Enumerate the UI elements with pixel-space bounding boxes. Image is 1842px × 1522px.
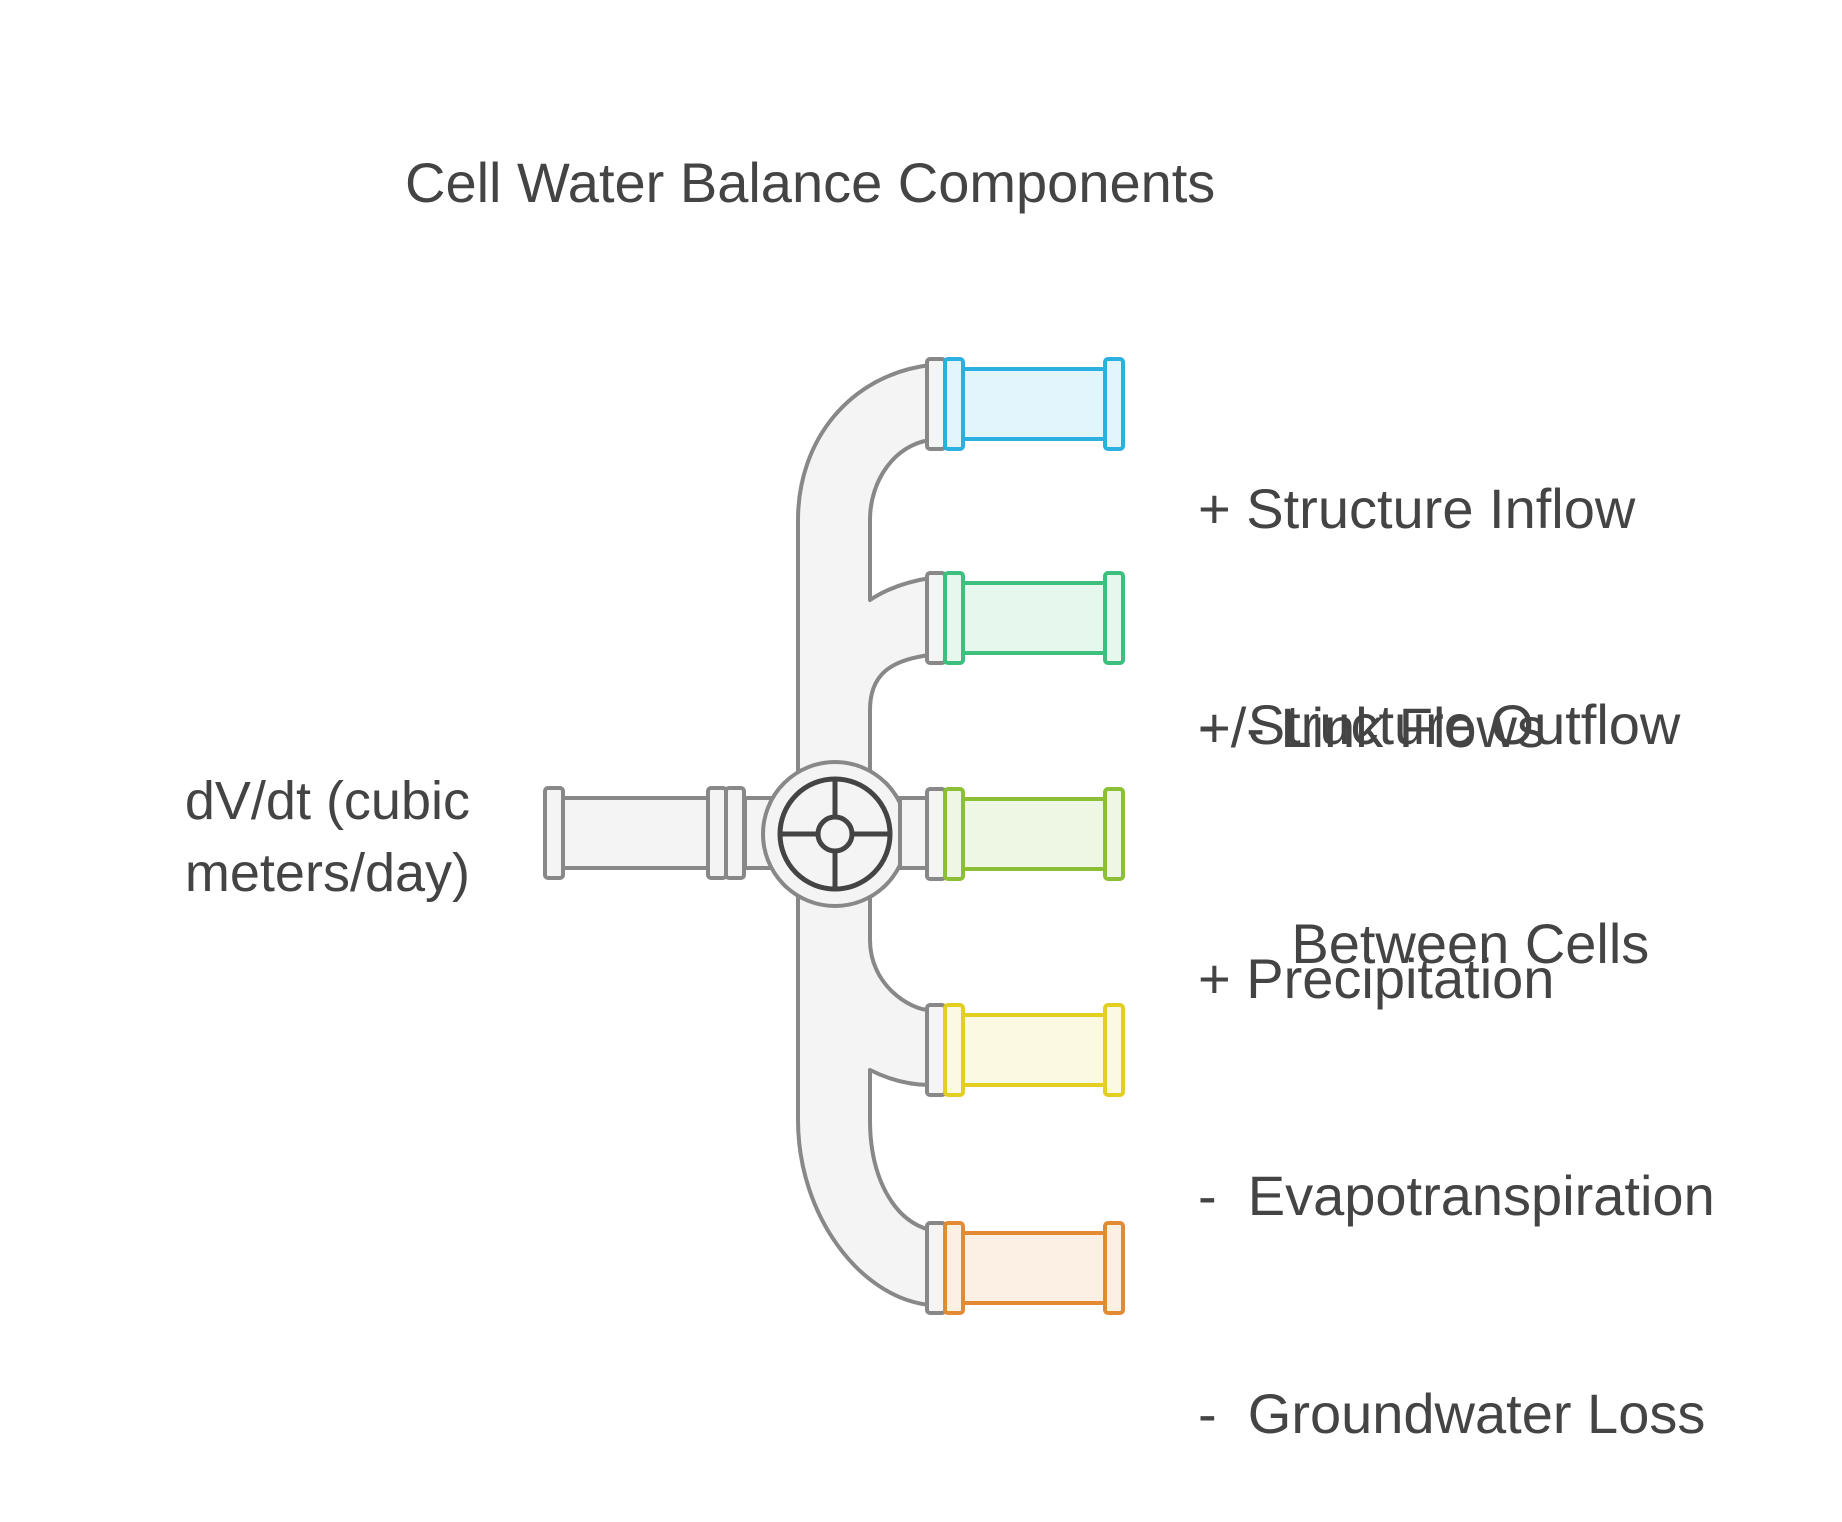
pipe-flange-right (1103, 357, 1125, 451)
component-label-link-flows: +/- Link Flows Between Cells (1198, 548, 1649, 1052)
source-label: dV/dt (cubic meters/day) (60, 765, 470, 909)
output-pipe-precipitation (925, 787, 1125, 881)
component-label-precipitation: + Precipitation (1198, 799, 1554, 1087)
source-label-line1: dV/dt (cubic (184, 771, 470, 831)
pipe-body (958, 1231, 1107, 1305)
component-label-line1: +/- Link Flows (1198, 696, 1545, 759)
diagram-title: Cell Water Balance Components (405, 151, 1216, 214)
pipe-flange-left (943, 357, 965, 451)
pipe-flange-left (943, 787, 965, 881)
component-label-line1: + Precipitation (1198, 947, 1555, 1010)
coupling-collar (925, 787, 947, 881)
component-label-structure: + Structure Inflow - Structure Outflow (1198, 329, 1680, 833)
pipe-flange-left (943, 1003, 965, 1097)
source-label-line2: meters/day) (184, 843, 470, 903)
component-label-line1: - Groundwater Loss (1198, 1382, 1706, 1445)
pipe-body (958, 1013, 1107, 1087)
pipe-body (958, 581, 1107, 655)
pipe-flange-right (1103, 1003, 1125, 1097)
pipe-flange-right (1103, 787, 1125, 881)
coupling-collar (925, 571, 947, 665)
coupling-collar (925, 357, 947, 451)
coupling-collar (925, 1003, 947, 1097)
output-pipes (925, 357, 1125, 1315)
pipe-body (958, 797, 1107, 871)
pipe-flange-right (1103, 571, 1125, 665)
valve-icon (761, 760, 909, 908)
pipe-body (958, 367, 1107, 441)
output-pipe-link-flows (925, 571, 1125, 665)
output-pipe-structure (925, 357, 1125, 451)
pipe-flange-left (943, 1221, 965, 1315)
component-label-line1: - Evapotranspiration (1198, 1164, 1715, 1227)
pipe-flange-right (1103, 1221, 1125, 1315)
component-label-line2: - Structure Outflow (1198, 693, 1681, 756)
output-pipe-groundwater (925, 1221, 1125, 1315)
pipe-flange-left (943, 571, 965, 665)
component-label-line1: + Structure Inflow (1198, 477, 1636, 540)
component-label-evapotranspiration: - Evapotranspiration (1198, 1016, 1715, 1304)
component-label-line2: Between Cells (1198, 912, 1650, 975)
output-pipe-evapotranspiration (925, 1003, 1125, 1097)
coupling-collar (925, 1221, 947, 1315)
pipe-diagram (543, 357, 1125, 1315)
component-label-groundwater: - Groundwater Loss (1198, 1234, 1705, 1522)
